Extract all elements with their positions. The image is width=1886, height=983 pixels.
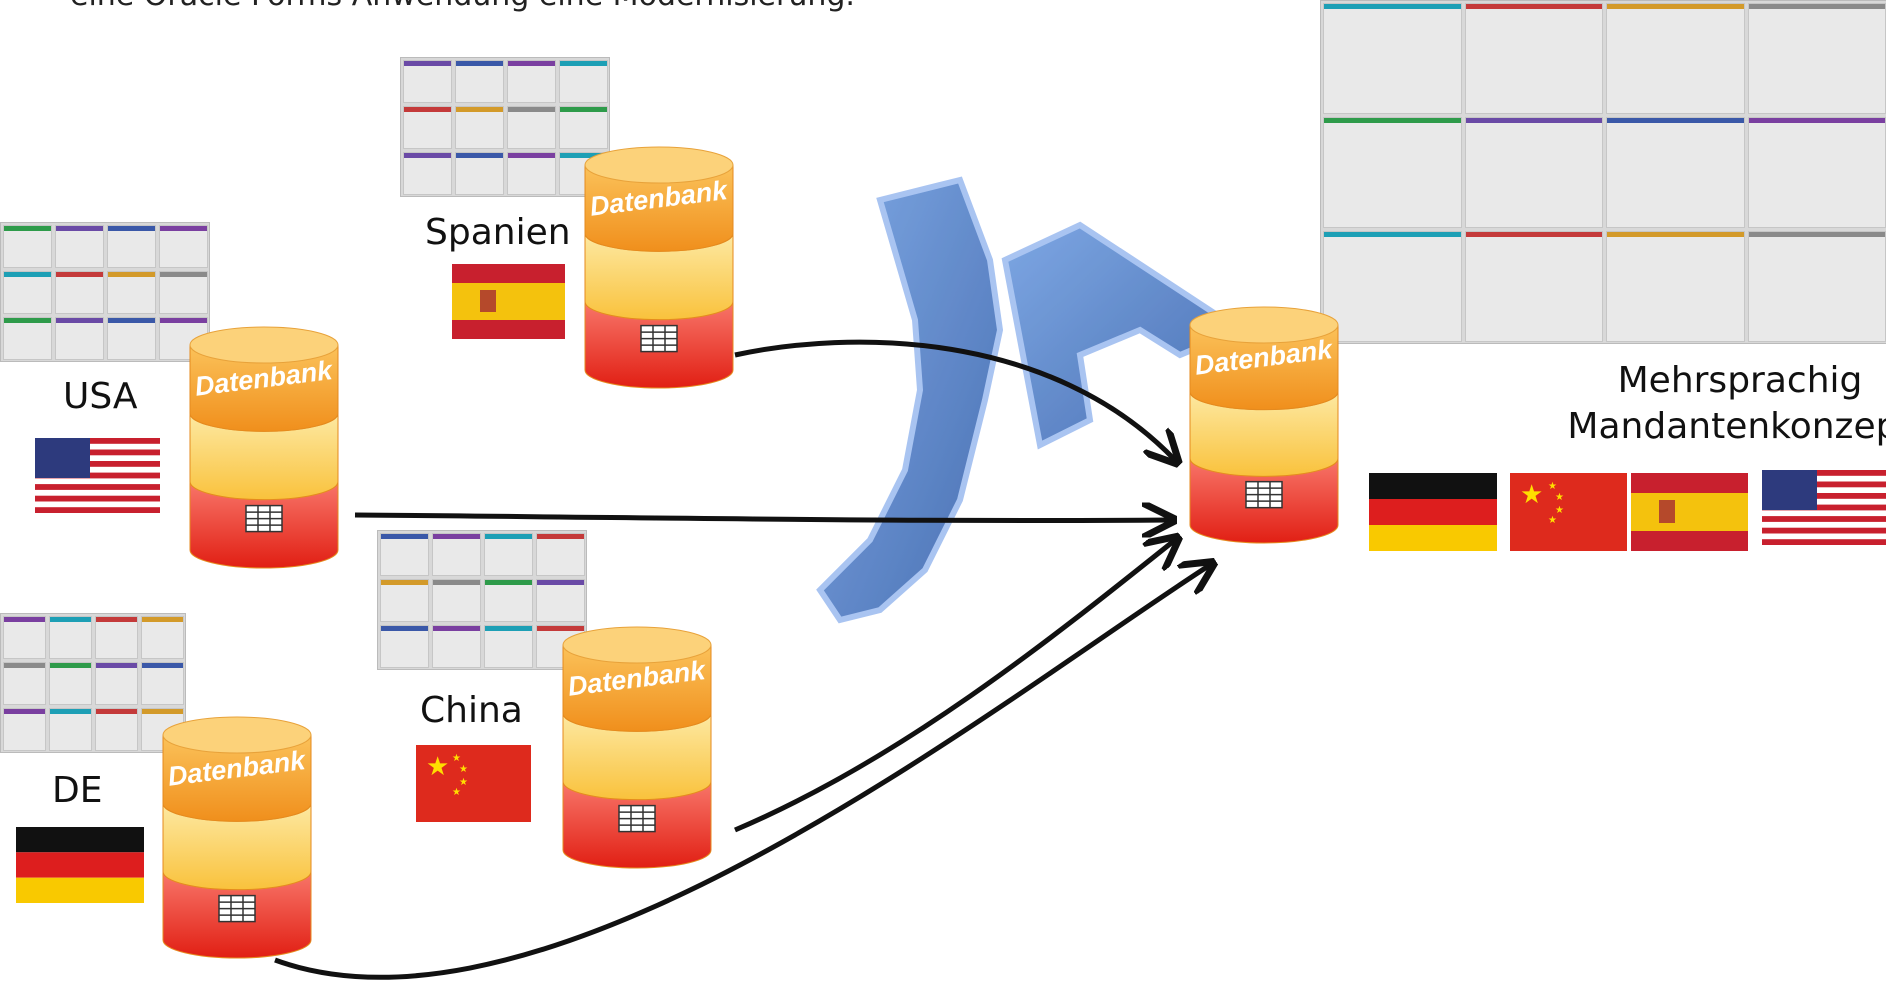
thumbnail-tile (403, 152, 452, 195)
spain-app-thumbnail (400, 57, 610, 197)
svg-text:★: ★ (452, 753, 461, 764)
thumbnail-tile (49, 708, 92, 751)
target-label-line2: Mandantenkonzept (1567, 406, 1886, 447)
thumbnail-tile (55, 225, 104, 268)
china-database: Datenbank (562, 626, 712, 869)
thumbnail-tile (507, 60, 556, 103)
svg-text:★: ★ (426, 751, 449, 781)
germany-label: DE (52, 770, 103, 811)
thumbnail-tile (3, 271, 52, 314)
thumbnail-tile (403, 60, 452, 103)
germany-app-thumbnail (0, 613, 186, 753)
thumbnail-tile (159, 271, 208, 314)
svg-text:★: ★ (1555, 492, 1564, 503)
target-app-thumbnail (1320, 0, 1886, 344)
thumbnail-tile (1323, 117, 1462, 228)
svg-text:★: ★ (452, 787, 461, 798)
thumbnail-tile (484, 579, 533, 622)
spain-flag (452, 264, 565, 339)
header-text: eine Oracle Forms Anwendung eine Moderni… (70, 0, 855, 13)
thumbnail-tile (1323, 3, 1462, 114)
thumbnail-tile (380, 579, 429, 622)
china-label: China (420, 690, 523, 731)
thumbnail-tile (141, 616, 184, 659)
thumbnail-tile (1606, 3, 1745, 114)
thumbnail-tile (1464, 3, 1603, 114)
germany-database: Datenbank (162, 716, 312, 959)
thumbnail-tile (507, 106, 556, 149)
target-spain-flag (1631, 473, 1748, 551)
arrow-spain-to-target (734, 339, 1175, 460)
thumbnail-tile (95, 616, 138, 659)
thumbnail-tile (55, 271, 104, 314)
thumbnail-tile (95, 708, 138, 751)
thumbnail-tile (1606, 117, 1745, 228)
arrow-china-to-target (734, 540, 1175, 833)
thumbnail-tile (107, 317, 156, 360)
thumbnail-tile (49, 662, 92, 705)
svg-text:★: ★ (1548, 515, 1557, 526)
thumbnail-tile (159, 225, 208, 268)
thumbnail-tile (559, 106, 608, 149)
thumbnail-tile (1747, 117, 1886, 228)
thumbnail-tile (484, 625, 533, 668)
thumbnail-tile (1747, 231, 1886, 342)
thumbnail-tile (455, 152, 504, 195)
thumbnail-tile (1464, 117, 1603, 228)
target-database: Datenbank (1189, 306, 1339, 544)
svg-text:★: ★ (1555, 505, 1564, 516)
target-germany-flag (1369, 473, 1497, 551)
thumbnail-tile (380, 625, 429, 668)
thumbnail-tile (403, 106, 452, 149)
thumbnail-tile (3, 317, 52, 360)
thumbnail-tile (455, 60, 504, 103)
thumbnail-tile (3, 616, 46, 659)
usa-database: Datenbank (189, 326, 339, 569)
china-app-thumbnail (377, 530, 587, 670)
thumbnail-tile (559, 60, 608, 103)
thumbnail-tile (49, 616, 92, 659)
target-label: Mehrsprachig Mandantenkonzept (1530, 358, 1886, 450)
thumbnail-tile (1747, 3, 1886, 114)
thumbnail-tile (536, 579, 585, 622)
thumbnail-tile (107, 271, 156, 314)
svg-text:★: ★ (459, 777, 468, 788)
thumbnail-tile (380, 533, 429, 576)
thumbnail-tile (107, 225, 156, 268)
thumbnail-tile (507, 152, 556, 195)
svg-text:★: ★ (459, 764, 468, 775)
arrow-germany-to-target (274, 565, 1210, 980)
thumbnail-tile (3, 708, 46, 751)
thumbnail-tile (55, 317, 104, 360)
thumbnail-tile (432, 625, 481, 668)
thumbnail-tile (484, 533, 533, 576)
thumbnail-tile (95, 662, 138, 705)
thumbnail-tile (1606, 231, 1745, 342)
thumbnail-tile (455, 106, 504, 149)
arrow-usa-to-target (354, 515, 1170, 521)
target-label-line1: Mehrsprachig (1617, 360, 1863, 401)
svg-text:★: ★ (1520, 479, 1543, 509)
target-usa-flag (1762, 470, 1886, 545)
spain-label: Spanien (425, 212, 571, 253)
germany-flag (16, 827, 144, 903)
thumbnail-tile (1323, 231, 1462, 342)
target-china-flag: ★ ★ ★ ★ ★ (1510, 473, 1627, 551)
svg-text:★: ★ (1548, 481, 1557, 492)
spain-database: Datenbank (584, 146, 734, 389)
china-flag: ★ ★ ★ ★ ★ (416, 745, 531, 822)
thumbnail-tile (3, 662, 46, 705)
thumbnail-tile (432, 579, 481, 622)
thumbnail-tile (536, 533, 585, 576)
usa-label: USA (63, 376, 138, 417)
thumbnail-tile (3, 225, 52, 268)
thumbnail-tile (1464, 231, 1603, 342)
usa-flag (35, 438, 160, 513)
thumbnail-tile (141, 662, 184, 705)
ja-letters (816, 176, 1247, 624)
thumbnail-tile (432, 533, 481, 576)
